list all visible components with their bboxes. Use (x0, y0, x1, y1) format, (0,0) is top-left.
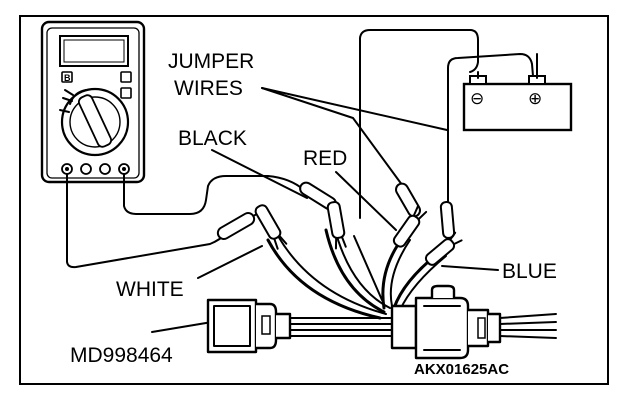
leader-black (211, 149, 308, 199)
probe-clip-icon (439, 200, 456, 239)
harness-connector-icon (390, 284, 502, 360)
probe-clip-icon (326, 201, 347, 250)
label-red: RED (303, 147, 347, 170)
probe-clip-icon (392, 205, 428, 248)
label-jumper-wires-line1: JUMPER (168, 50, 254, 73)
battery-positive-symbol: ⊕ (528, 89, 542, 109)
jumper-wire-top-run (359, 29, 479, 219)
multimeter-button-left (61, 71, 73, 83)
label-blue: BLUE (502, 260, 557, 283)
meter-lead-v (123, 173, 305, 215)
meter-lead-com (66, 173, 229, 269)
jumper-wire-to-battery-pos (447, 53, 534, 219)
label-black: BLACK (178, 127, 247, 150)
battery-negative-symbol: ⊖ (470, 89, 484, 109)
harness-connector-icon (206, 298, 292, 354)
multimeter-button-right-2 (120, 87, 132, 99)
leader-jumper-wires-1 (261, 87, 448, 131)
probe-clip-icon (254, 204, 288, 250)
multimeter-jack-3 (99, 163, 111, 175)
label-jumper-wires-line2: WIRES (174, 77, 243, 100)
leader-white (197, 245, 263, 279)
label-tool-number: MD998464 (70, 344, 173, 367)
leader-tool-number (151, 321, 213, 333)
svg-text:B: B (64, 73, 71, 83)
battery-icon: ⊖ ⊕ (462, 53, 573, 132)
multimeter-jack-2 (80, 163, 92, 175)
leader-blue (441, 265, 499, 271)
harness-wire-bundle (289, 317, 393, 337)
harness-wire-exit (499, 313, 557, 339)
multimeter-icon: B (40, 20, 146, 184)
leader-jumper-wires-2 (261, 87, 409, 194)
multimeter-button-right (120, 71, 132, 83)
leader-red (335, 171, 397, 231)
figure-frame (19, 15, 609, 385)
multimeter-display (59, 35, 129, 67)
probe-clip-icon (395, 182, 421, 218)
figure-code: AKX01625AC (414, 361, 509, 378)
label-white: WHITE (116, 278, 184, 301)
probe-clip-icon (424, 231, 463, 266)
